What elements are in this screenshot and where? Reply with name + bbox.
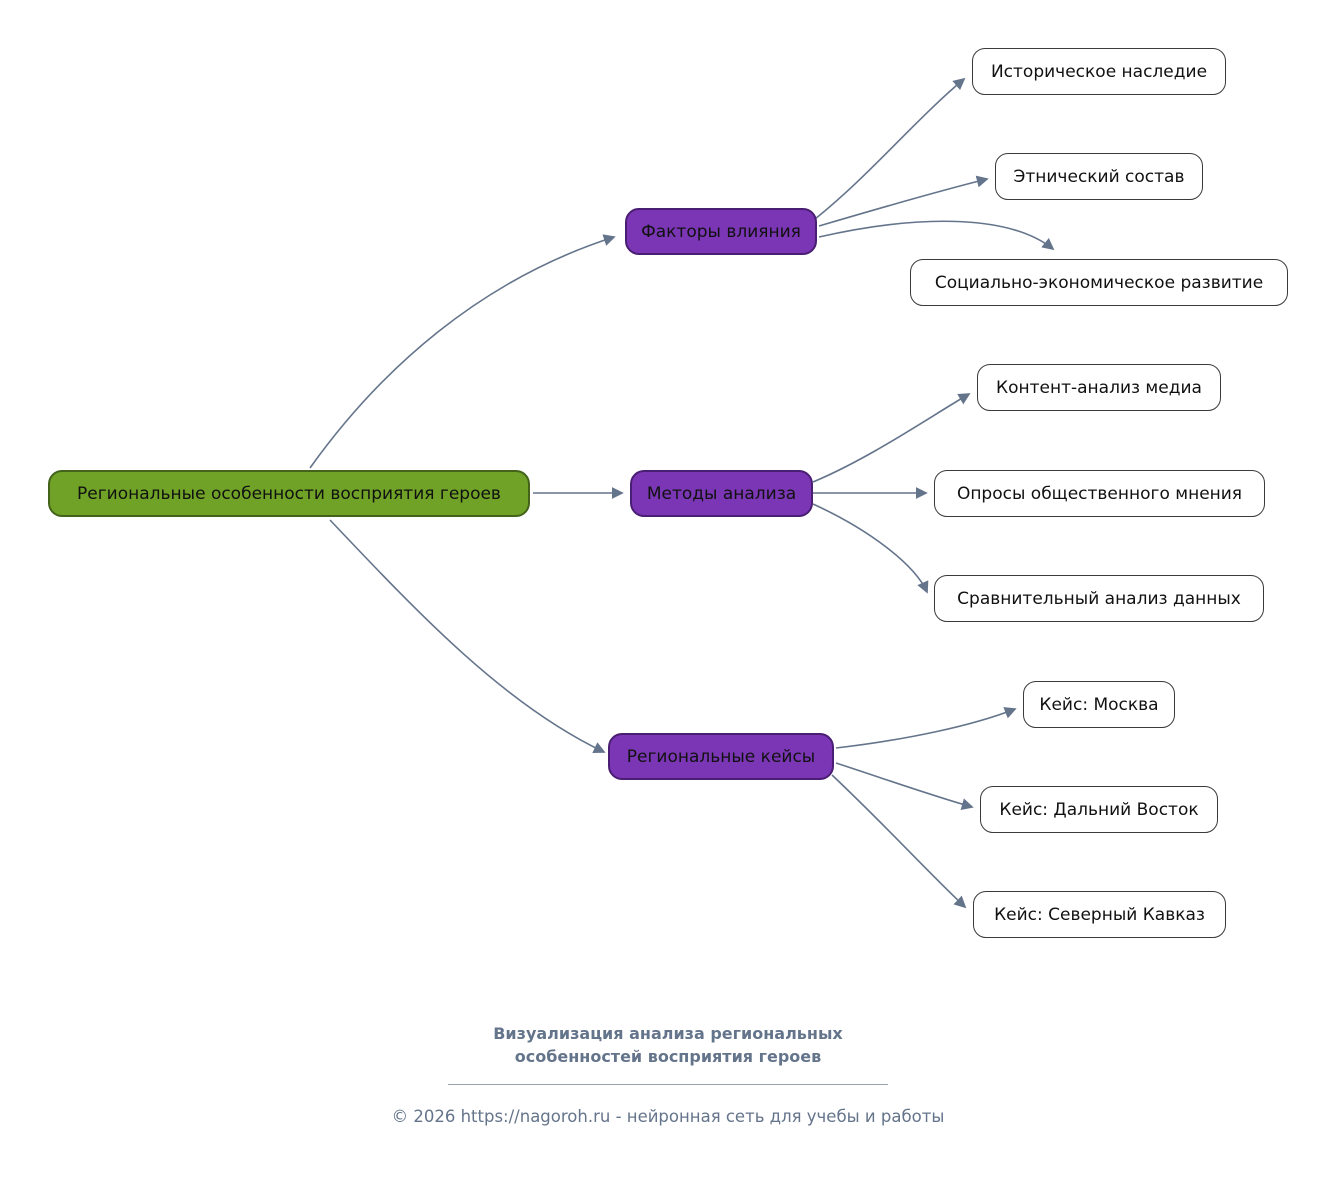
branch-node-methods-label: Методы анализа [646,483,797,504]
branch-node-cases-label: Региональные кейсы [626,746,816,767]
leaf-node-case-north-caucasus: Кейс: Северный Кавказ [973,891,1226,938]
leaf-node-media-content-analysis: Контент-анализ медиа [977,364,1221,411]
edge-root-factors [309,234,616,469]
edge-root-cases [329,519,606,754]
footer: Визуализация анализа региональных особен… [368,1022,968,1126]
leaf-label: Опросы общественного мнения [956,483,1243,504]
leaf-label: Историческое наследие [990,61,1208,82]
leaf-node-case-moscow: Кейс: Москва [1023,681,1175,728]
root-node-label: Региональные особенности восприятия геро… [77,483,501,504]
branch-node-factors-label: Факторы влияния [641,221,801,242]
leaf-label: Кейс: Северный Кавказ [994,904,1205,925]
root-node: Региональные особенности восприятия геро… [48,470,530,517]
edge-cases-moscow [835,707,1017,749]
leaf-label: Социально-экономическое развитие [934,272,1264,293]
leaf-label: Кейс: Москва [1039,694,1159,715]
edge-cases-fareast [835,762,974,810]
footer-caption-line2: особенностей восприятия героев [514,1047,822,1067]
leaf-node-ethnic-composition: Этнический состав [995,153,1203,200]
leaf-label: Контент-анализ медиа [996,377,1202,398]
footer-caption-line1: Визуализация анализа региональных [493,1024,843,1043]
leaf-node-public-opinion-polls: Опросы общественного мнения [934,470,1265,517]
edge-factors-ethnic [818,175,989,227]
leaf-label: Этнический состав [1013,166,1185,187]
leaf-node-socioeconomic-development: Социально-экономическое развитие [910,259,1288,306]
edge-methods-content [812,393,971,483]
leaf-label: Кейс: Дальний Восток [999,799,1199,820]
edge-methods-comparative [812,503,929,594]
edge-cases-caucasus [831,774,967,909]
leaf-node-historical-heritage: Историческое наследие [972,48,1226,95]
branch-node-methods: Методы анализа [630,470,813,517]
branch-node-cases: Региональные кейсы [608,733,834,780]
footer-copyright: © 2026 https://nagoroh.ru - нейронная се… [391,1107,945,1127]
footer-divider [448,1084,888,1086]
footer-caption: Визуализация анализа региональных особен… [368,1022,968,1068]
leaf-label: Сравнительный анализ данных [957,588,1241,609]
edge-factors-heritage [814,77,966,220]
branch-node-factors: Факторы влияния [625,208,817,255]
leaf-node-comparative-data-analysis: Сравнительный анализ данных [934,575,1264,622]
edge-factors-socioeconomic [818,220,1055,251]
leaf-node-case-far-east: Кейс: Дальний Восток [980,786,1218,833]
